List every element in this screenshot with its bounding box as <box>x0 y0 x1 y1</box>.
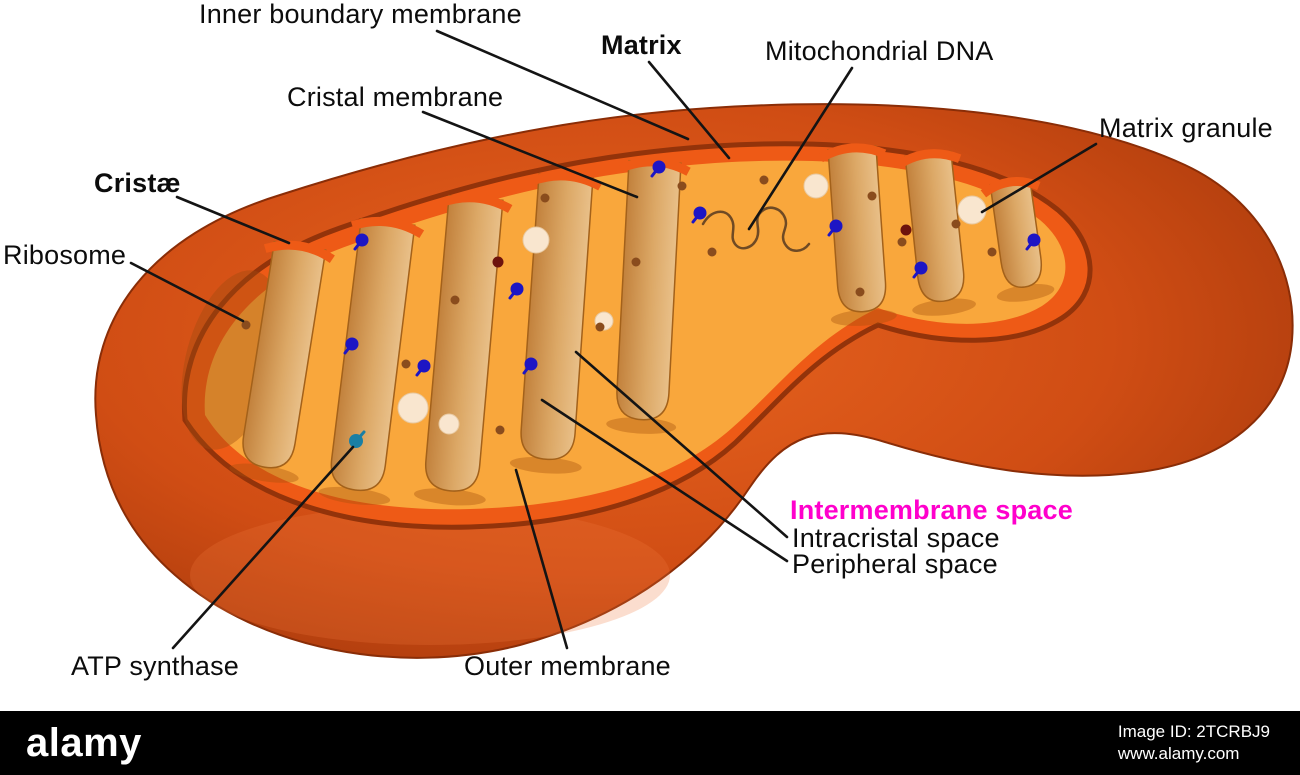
ribosome-dot <box>867 191 877 201</box>
ribosome-dot <box>951 219 961 229</box>
leader-ribosome <box>129 261 245 323</box>
ribosome-dot <box>707 247 717 257</box>
alamy-logo: alamy <box>26 720 142 765</box>
ribosome-dot <box>677 181 687 191</box>
ribosome-dot <box>987 247 997 257</box>
leader-intracristal-space <box>574 350 789 539</box>
ribosome-dot <box>897 237 907 247</box>
ribosome-dot <box>855 287 865 297</box>
label-matrix: Matrix <box>601 30 682 60</box>
leader-mitochondrial-dna <box>747 66 854 231</box>
atp-synthase-pin <box>522 357 538 375</box>
crista-fold <box>818 143 897 326</box>
ribosome-dot <box>450 295 460 305</box>
watermark-bar: alamy Image ID: 2TCRBJ9 www.alamy.com <box>0 711 1300 775</box>
crista-fold <box>229 240 335 483</box>
image-id-box: Image ID: 2TCRBJ9 www.alamy.com <box>1118 721 1274 765</box>
ribosome-dot <box>759 175 769 185</box>
dark-granule-dot <box>492 256 504 268</box>
label-outer-membrane: Outer membrane <box>464 651 671 681</box>
matrix-granules <box>397 173 987 435</box>
label-cristae: Cristæ <box>94 168 181 198</box>
label-intracristal-space: Intracristal space <box>792 523 1000 553</box>
atp-synthase-pin <box>508 282 524 300</box>
atp-synthase-pin <box>343 337 359 355</box>
shell-sheen <box>190 505 670 645</box>
ribosome-dot <box>631 257 641 267</box>
label-mitochondrial-dna: Mitochondrial DNA <box>765 36 994 66</box>
atp-synthase-pin <box>650 160 666 178</box>
atp-synthase-particles <box>343 160 1041 377</box>
matrix-granule-dot <box>957 195 987 225</box>
matrix-granule-dot <box>803 173 829 199</box>
matrix-granule-dot <box>438 413 460 435</box>
label-cristal-membrane: Cristal membrane <box>287 82 504 112</box>
matrix-granule-dot <box>522 226 550 254</box>
leader-outer-membrane <box>514 468 569 650</box>
label-peripheral-space: Peripheral space <box>792 549 998 579</box>
atp-synthase-pin <box>827 219 843 237</box>
atp-synthase-pin <box>353 233 369 251</box>
leader-matrix <box>647 60 731 160</box>
image-id-text: Image ID: 2TCRBJ9 <box>1117 722 1270 741</box>
leader-atp-synthase <box>171 445 355 650</box>
ribosome-dot <box>401 359 411 369</box>
matrix-granule-dot <box>397 392 429 424</box>
ribosome-dot <box>595 322 605 332</box>
atp-synthase-pin <box>691 206 707 224</box>
leader-matrix-granule <box>980 142 1098 214</box>
atp-synthase-pin <box>1025 233 1041 251</box>
atp-synthase-pin <box>912 261 928 279</box>
label-inner-boundary-membrane: Inner boundary membrane <box>199 0 522 29</box>
ribosome-dot <box>540 193 550 203</box>
dark-granule-dot <box>900 224 912 236</box>
label-intermembrane-space: Intermembrane space <box>790 495 1073 525</box>
leader-peripheral-space <box>540 398 789 563</box>
leader-cristae <box>175 195 291 245</box>
ribosome-dot <box>241 320 251 330</box>
leader-lines <box>129 29 1098 650</box>
atp-synthase-highlight-pin <box>349 430 366 448</box>
atp-synthase-pin <box>415 359 431 377</box>
label-atp-synthase: ATP synthase <box>71 651 239 681</box>
label-matrix-granule: Matrix granule <box>1099 113 1273 143</box>
leader-cristal-membrane <box>421 110 639 199</box>
ribosome-dot <box>495 425 505 435</box>
website-text: www.alamy.com <box>1117 744 1240 763</box>
crista-fold <box>980 177 1055 302</box>
leader-inner-boundary-membrane <box>435 29 690 141</box>
label-ribosome: Ribosome <box>3 240 127 270</box>
mitochondrial-dna-squiggle <box>701 206 811 252</box>
ribosome-dots <box>241 175 997 435</box>
